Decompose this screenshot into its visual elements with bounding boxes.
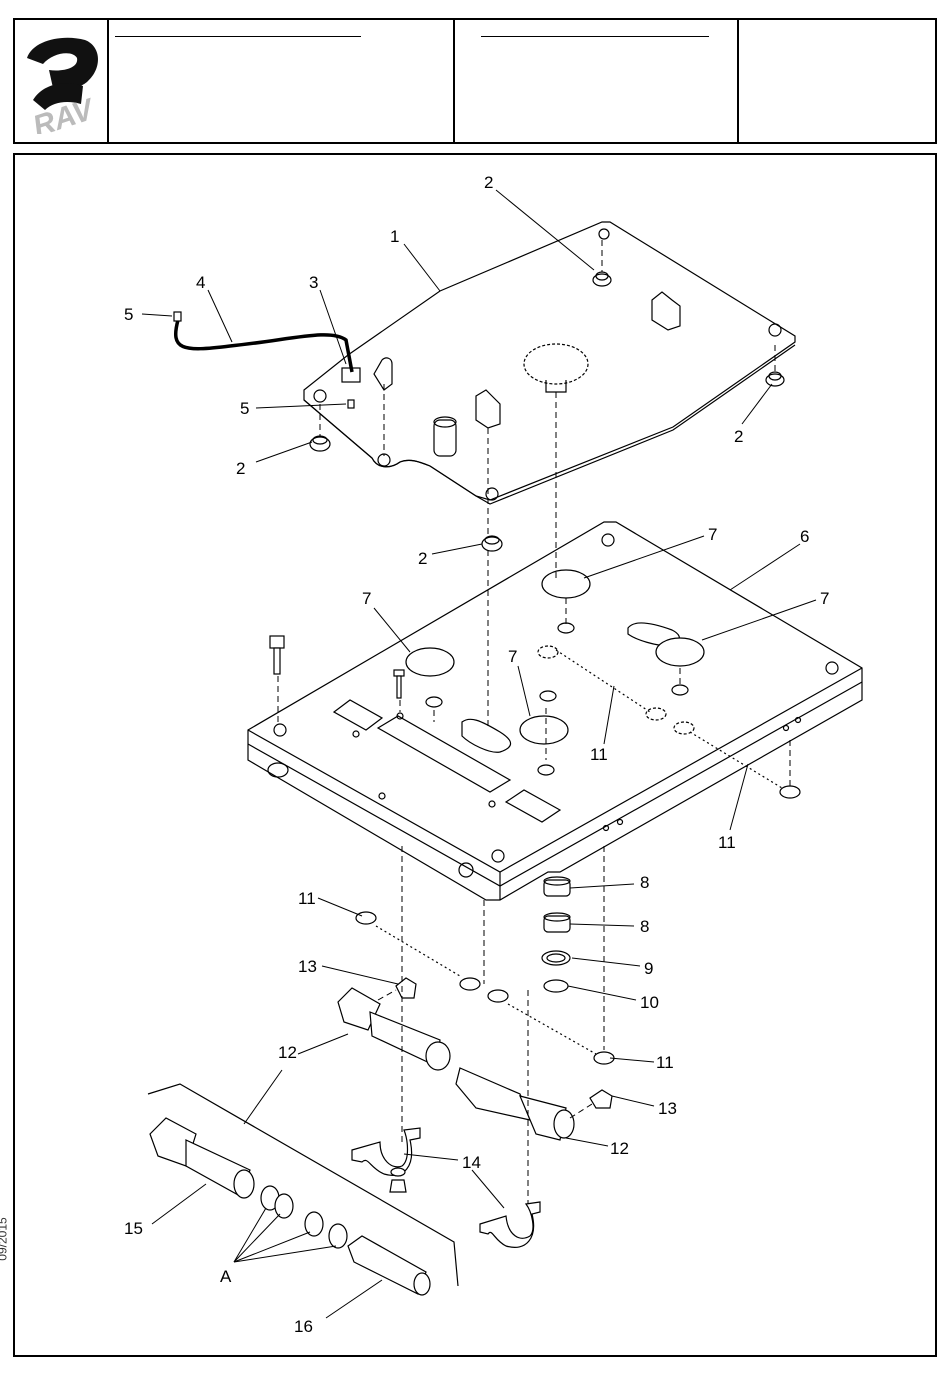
- bottom-plate: [248, 522, 862, 900]
- callout-7: 7: [820, 589, 829, 608]
- top-plate: [304, 222, 795, 504]
- bushings: [542, 877, 570, 992]
- callout-1: 1: [390, 227, 399, 246]
- callout-11: 11: [590, 745, 608, 764]
- callout-8: 8: [640, 873, 649, 892]
- callout-14: 14: [462, 1153, 481, 1172]
- callout-13: 13: [658, 1099, 677, 1118]
- callout-2: 2: [734, 427, 743, 446]
- callout-9: 9: [644, 959, 653, 978]
- callout-16: 16: [294, 1317, 313, 1336]
- callout-2: 2: [236, 459, 245, 478]
- callout-3: 3: [309, 273, 318, 292]
- callout-4: 4: [196, 273, 205, 292]
- callout-7: 7: [508, 647, 517, 666]
- callout-13: 13: [298, 957, 317, 976]
- callout-5: 5: [124, 305, 133, 324]
- callout-5: 5: [240, 399, 249, 418]
- terminal-bottom: [348, 400, 354, 408]
- terminal-top: [174, 312, 181, 321]
- seal-kit: [148, 1084, 458, 1295]
- callout-10: 10: [640, 993, 659, 1012]
- callout-6: 6: [800, 527, 809, 546]
- callout-2: 2: [484, 173, 493, 192]
- callout-12: 12: [278, 1043, 297, 1062]
- callout-11: 11: [718, 833, 736, 852]
- callout-7: 7: [362, 589, 371, 608]
- callout-11: 11: [656, 1053, 674, 1072]
- callout-8: 8: [640, 917, 649, 936]
- gas-spring: [338, 978, 612, 1140]
- callout-12: 12: [610, 1139, 629, 1158]
- callout-15: 15: [124, 1219, 143, 1238]
- clamps: [352, 1128, 540, 1247]
- callout-7: 7: [708, 525, 717, 544]
- cable: [176, 320, 352, 372]
- callout-A: A: [220, 1267, 232, 1286]
- callout-11: 11: [298, 889, 316, 908]
- callout-2: 2: [418, 549, 427, 568]
